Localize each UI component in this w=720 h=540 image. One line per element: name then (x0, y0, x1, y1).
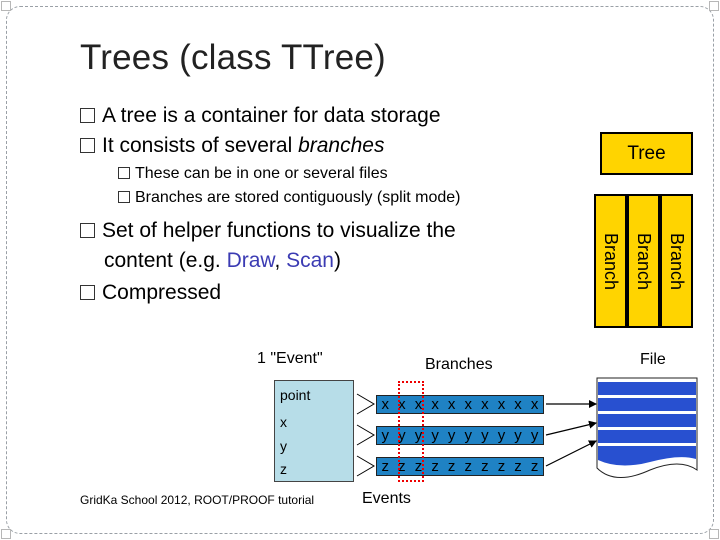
bullet-checkbox-icon (80, 138, 95, 153)
leaf-point: point (280, 387, 311, 403)
bullet-helpers: Set of helper functions to visualize the (80, 219, 456, 243)
row-cell: x (497, 396, 506, 413)
bullet-text: ) (333, 249, 341, 272)
leaf-to-row-x-wedge (356, 393, 375, 415)
row-cell: y (398, 427, 406, 444)
sub-bullet-text: Branches are stored contiguously (split … (135, 189, 461, 206)
bullet-separator: , (274, 249, 287, 272)
bullet-text: A tree is a container for data storage (102, 104, 441, 127)
bullet-text: Compressed (102, 281, 222, 304)
events-label: Events (362, 490, 411, 507)
sub-bullet-text: These can be in one or several files (135, 165, 388, 182)
row-cell: z (464, 458, 473, 475)
row-cell: x (431, 396, 439, 413)
file-label: File (640, 351, 666, 368)
sub-bullet-split: Branches are stored contiguously (split … (118, 188, 461, 208)
bullet-text: It consists of several (102, 134, 299, 157)
event-leaf-column: point x y z (274, 380, 354, 482)
sub-bullet-checkbox-icon (118, 191, 130, 203)
frame-corner-top-right (709, 1, 719, 11)
file-stripe (598, 398, 696, 411)
row-cell: x (514, 396, 522, 413)
arrow-row-z-to-file (545, 440, 597, 467)
row-cell: y (464, 427, 473, 444)
row-cell: x (481, 396, 489, 413)
file-stripe (598, 446, 696, 466)
event-highlight-box (398, 381, 424, 482)
row-cell: x (464, 396, 473, 413)
row-cell: y (530, 427, 539, 444)
frame-corner-top-left (1, 1, 11, 11)
row-cell: y (497, 427, 506, 444)
leaf-to-row-y-wedge (356, 424, 375, 446)
file-stripe (598, 430, 696, 443)
slide-title: Trees (class TTree) (80, 38, 386, 77)
branch-box-3: Branch (594, 194, 627, 328)
branches-label: Branches (425, 356, 493, 373)
row-cell: z (447, 458, 456, 475)
row-cell: y (481, 427, 489, 444)
event-label: 1 "Event" (257, 350, 323, 367)
leaf-x: x (280, 414, 287, 430)
bullet-helpers-continued: content (e.g. Draw, Scan) (104, 249, 341, 273)
tree-label: Tree (627, 142, 666, 164)
arrow-row-y-to-file (545, 420, 597, 436)
row-cell: x (414, 396, 423, 413)
row-cell: x (398, 396, 406, 413)
frame-corner-bottom-right (709, 529, 719, 539)
row-cell: z (481, 458, 489, 475)
bullet-compressed: Compressed (80, 281, 221, 305)
row-cell: z (431, 458, 439, 475)
row-cell: x (530, 396, 539, 413)
bullet-container: A tree is a container for data storage (80, 104, 441, 128)
leaf-y: y (280, 438, 287, 454)
leaf-z: z (280, 461, 287, 477)
sub-bullet-checkbox-icon (118, 167, 130, 179)
leaf-to-row-z-wedge (356, 455, 375, 477)
bullet-text: content (e.g. (104, 249, 227, 272)
sub-bullet-files: These can be in one or several files (118, 164, 388, 184)
row-cell: z (414, 458, 423, 475)
row-cell: y (431, 427, 439, 444)
row-cell: z (514, 458, 522, 475)
row-cell: x (381, 396, 390, 413)
branch-box-2: Branch (627, 194, 660, 328)
row-cell: x (447, 396, 456, 413)
row-cell: z (497, 458, 506, 475)
bullet-checkbox-icon (80, 108, 95, 123)
row-cell: y (447, 427, 456, 444)
frame-corner-bottom-left (1, 529, 11, 539)
tree-box: Tree (600, 132, 693, 175)
draw-link[interactable]: Draw (226, 249, 275, 272)
bullet-emphasis: branches (298, 134, 385, 157)
row-cell: z (398, 458, 406, 475)
row-cell: z (381, 458, 390, 475)
footer-text: GridKa School 2012, ROOT/PROOF tutorial (80, 493, 315, 507)
file-stripe (598, 382, 696, 395)
bullet-text: Set of helper functions to visualize the (102, 219, 456, 242)
bullet-checkbox-icon (80, 285, 95, 300)
row-cell: y (381, 427, 390, 444)
scan-link[interactable]: Scan (286, 249, 334, 272)
row-cell: z (530, 458, 539, 475)
file-stripe (598, 414, 696, 427)
bullet-branches: It consists of several branches (80, 134, 384, 158)
slide-frame (6, 6, 714, 534)
bullet-checkbox-icon (80, 223, 95, 238)
branch-box-1: Branch (660, 194, 693, 328)
row-cell: y (414, 427, 423, 444)
row-cell: y (514, 427, 522, 444)
